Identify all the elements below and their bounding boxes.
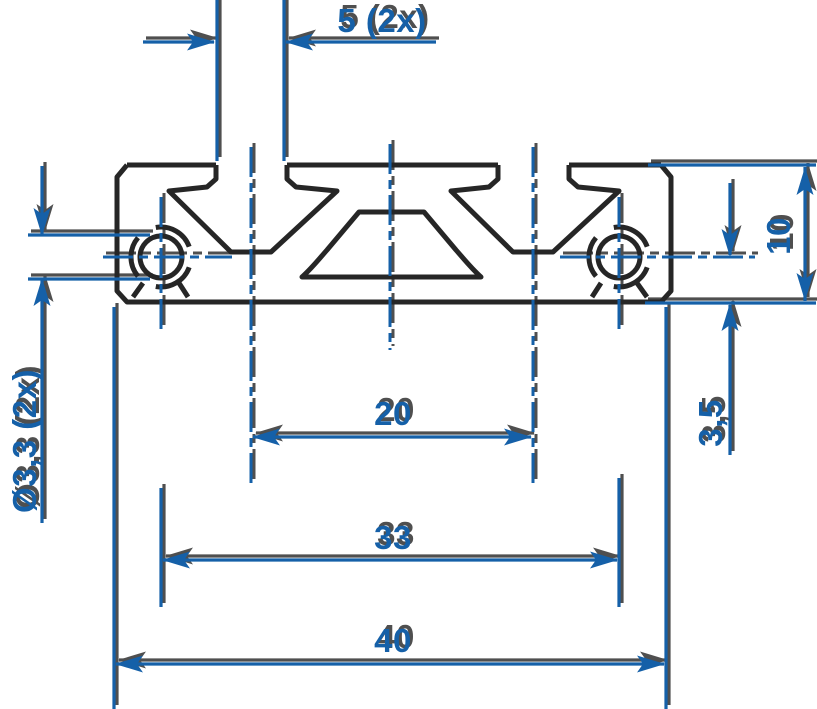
center-web-hump: [299, 209, 484, 280]
profile-outer-outline: [114, 162, 674, 305]
dimension-blue-layer: [4, 0, 817, 709]
dimension-shadow-layer: [7, 0, 817, 707]
